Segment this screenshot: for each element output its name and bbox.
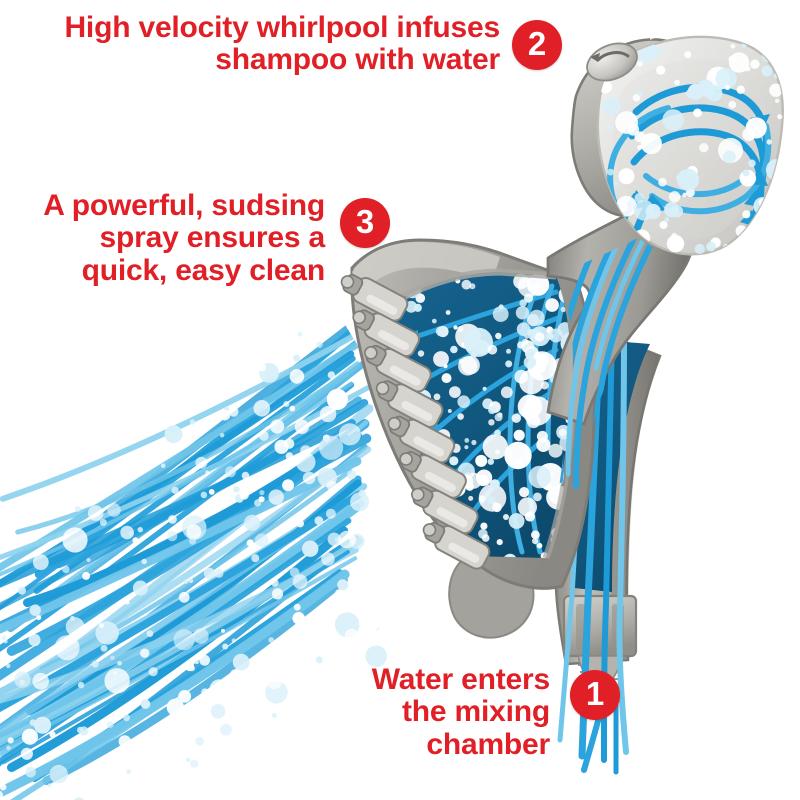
callout-3-line-1: A powerful, sudsing	[43, 189, 325, 222]
neck-conduit	[546, 202, 695, 495]
nozzle-jet	[375, 380, 444, 428]
mixing-chamber-head	[570, 28, 784, 256]
callout-text-3: A powerful, sudsing spray ensures a quic…	[10, 189, 326, 287]
whirlpool-flow	[599, 41, 783, 255]
step-badge-3: 3	[340, 198, 390, 248]
callout-3-line-2: spray ensures a	[99, 221, 326, 255]
step-badge-2: 2	[512, 20, 562, 70]
step-badge-3-number: 3	[355, 203, 375, 240]
step-badge-2-number: 2	[527, 25, 547, 62]
callout-text-1: Water enters the mixing chamber	[280, 663, 550, 761]
nozzle-jet	[364, 344, 432, 393]
nozzle-jet	[399, 451, 467, 499]
callout-1-line-1: Water enters	[371, 663, 550, 696]
callout-3-line-3: quick, easy clean	[81, 253, 326, 287]
head-control-knob	[586, 42, 638, 82]
nozzle-jet	[422, 521, 491, 570]
callout-text-2: High velocity whirlpool infuses shampoo …	[10, 11, 500, 77]
nozzle-jet	[387, 415, 456, 464]
step-badge-1-number: 1	[585, 675, 605, 712]
step-badge-1: 1	[570, 670, 620, 720]
nozzle-jet	[410, 486, 479, 535]
callout-2-line-1: High velocity whirlpool infuses	[64, 11, 500, 44]
callout-1-line-2: the mixing	[401, 695, 550, 729]
spray-fan	[0, 314, 394, 800]
callout-1-line-3: chamber	[426, 727, 550, 761]
nozzle-jet	[340, 273, 409, 322]
nozzle-jet	[352, 309, 420, 358]
callout-2-line-2: shampoo with water	[215, 43, 500, 77]
mixing-chamber-interior	[396, 268, 576, 560]
nozzle-array	[340, 273, 491, 570]
